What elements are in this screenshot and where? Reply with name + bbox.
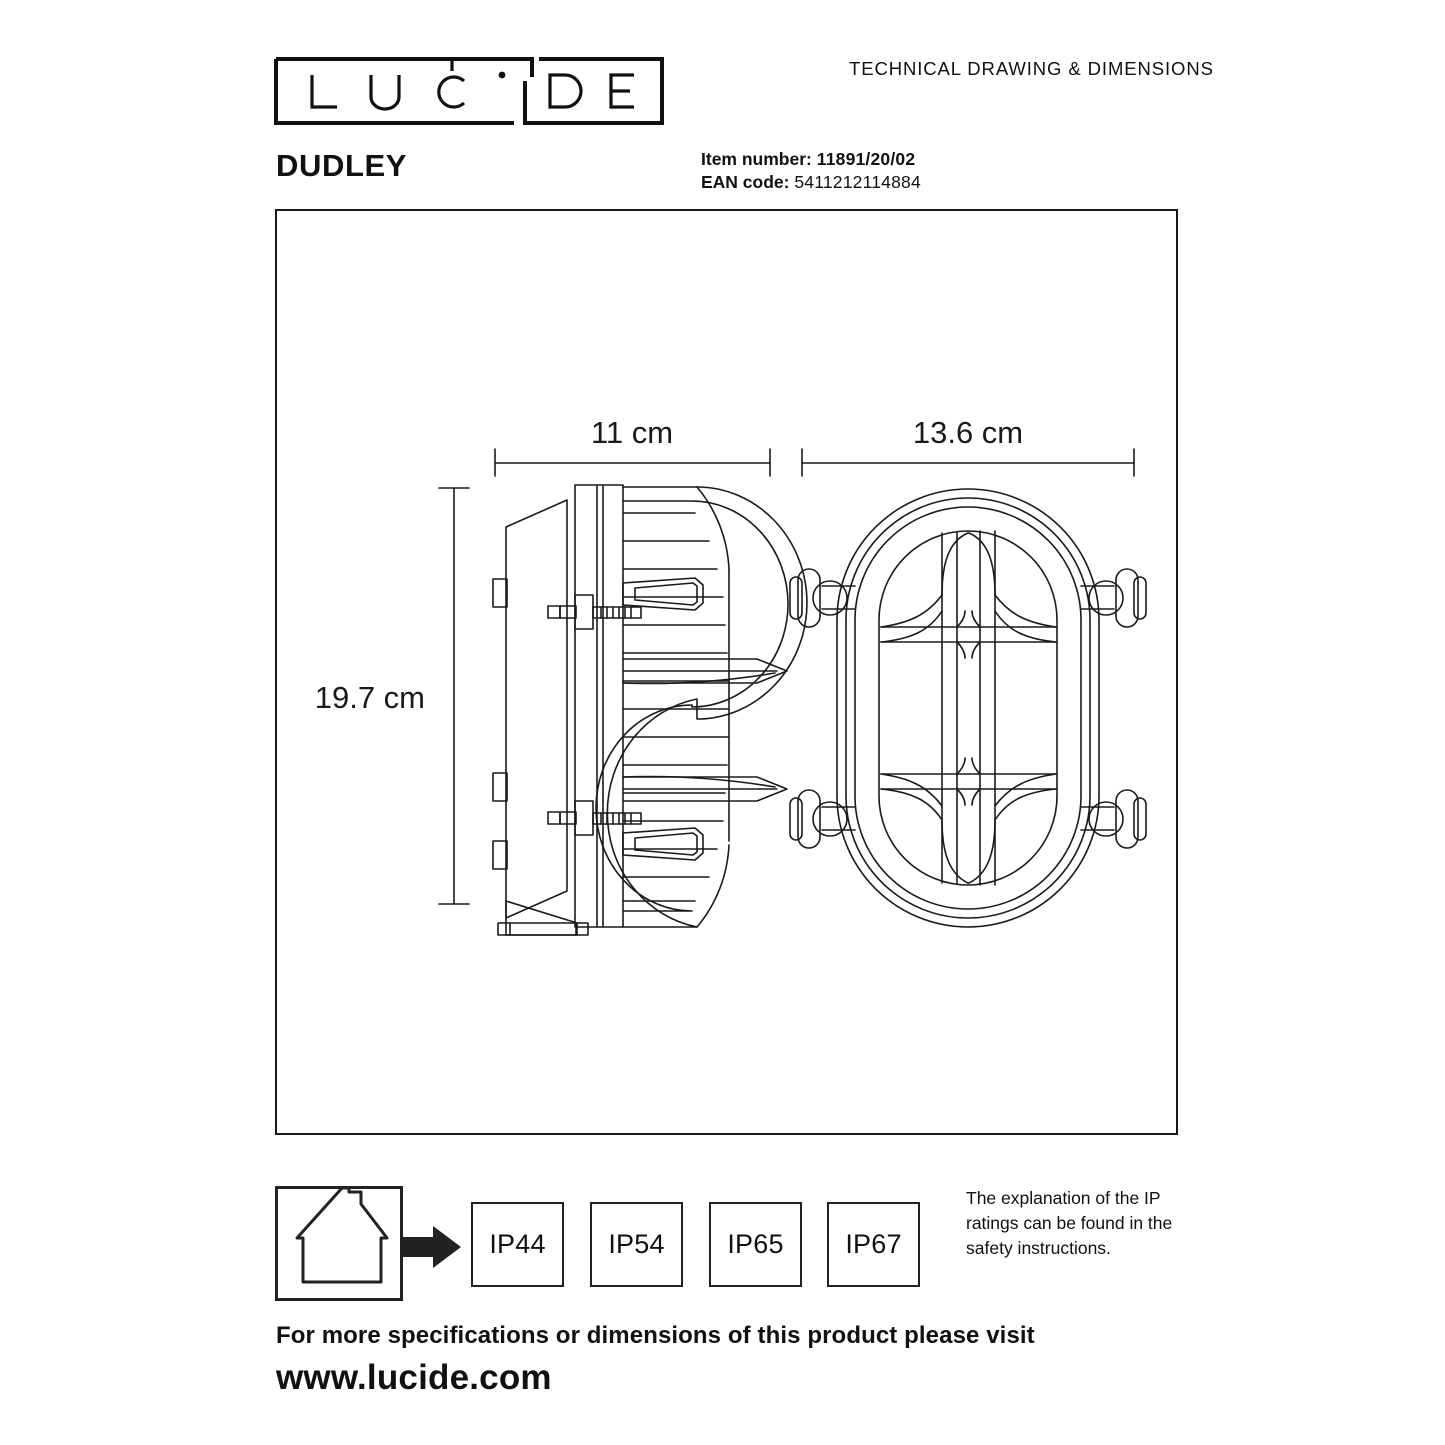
- ip-rating-badge-3[interactable]: IP67: [827, 1202, 920, 1287]
- item-number-line: Item number: 11891/20/02: [701, 148, 921, 171]
- page-header: TECHNICAL DRAWING & DIMENSIONS DUDLEY It…: [0, 0, 1445, 200]
- dimension-width-front: [801, 448, 1135, 477]
- ean-code-value: 5411212114884: [794, 172, 921, 192]
- dimension-label-width-front: 13.6 cm: [913, 415, 1023, 450]
- technical-drawing-frame: 11 cm 13.6 cm 19.7 cm: [275, 209, 1178, 1135]
- item-meta: Item number: 11891/20/02 EAN code: 54112…: [701, 148, 921, 194]
- footer-text: For more specifications or dimensions of…: [276, 1322, 1035, 1349]
- ip-rating-label: IP65: [727, 1229, 784, 1259]
- clamp-upper-right: [1080, 568, 1147, 628]
- ip-rating-badge-2[interactable]: IP65: [709, 1202, 802, 1287]
- ean-code-line: EAN code: 5411212114884: [701, 171, 921, 194]
- ip-rating-label: IP67: [845, 1229, 902, 1259]
- bolt-lower: [547, 800, 642, 836]
- ip-rating-section: IP44 IP54 IP65 IP67 The explanation of t…: [275, 1186, 1185, 1304]
- bolt-upper: [547, 594, 642, 630]
- item-number-value: 11891/20/02: [816, 149, 916, 169]
- dimension-height: [438, 487, 470, 905]
- clamp-lower-right: [1080, 789, 1147, 849]
- house-icon-svg: [275, 1186, 403, 1301]
- ean-code-label: EAN code:: [701, 172, 790, 192]
- house-icon: [275, 1186, 415, 1301]
- lamp-side-view: [492, 484, 808, 936]
- technical-drawing-svg: 11 cm 13.6 cm 19.7 cm: [315, 415, 1147, 936]
- page-title: DUDLEY: [276, 148, 408, 183]
- ip-rating-label: IP54: [608, 1229, 665, 1259]
- dimension-width-side: [494, 448, 771, 477]
- document-kicker: TECHNICAL DRAWING & DIMENSIONS: [849, 58, 1214, 79]
- lucide-logo: [274, 57, 664, 125]
- ip-rating-note: The explanation of the IP ratings can be…: [966, 1188, 1173, 1258]
- lamp-front-view: [789, 488, 1147, 928]
- arrow-right-icon: [401, 1226, 461, 1268]
- lucide-logo-svg: [274, 57, 664, 125]
- clamp-upper-left: [789, 568, 856, 628]
- arrow-right-icon-svg: [401, 1226, 461, 1268]
- dimension-label-height: 19.7 cm: [315, 680, 425, 715]
- ip-rating-badge-1[interactable]: IP54: [590, 1202, 683, 1287]
- ip-rating-badge-0[interactable]: IP44: [471, 1202, 564, 1287]
- item-number-label: Item number:: [701, 149, 812, 169]
- clamp-lower-left: [789, 789, 856, 849]
- dimension-label-width-side: 11 cm: [591, 415, 673, 450]
- page-footer: For more specifications or dimensions of…: [276, 1322, 1176, 1398]
- ip-rating-label: IP44: [489, 1229, 546, 1259]
- footer-website-link[interactable]: www.lucide.com: [276, 1358, 552, 1397]
